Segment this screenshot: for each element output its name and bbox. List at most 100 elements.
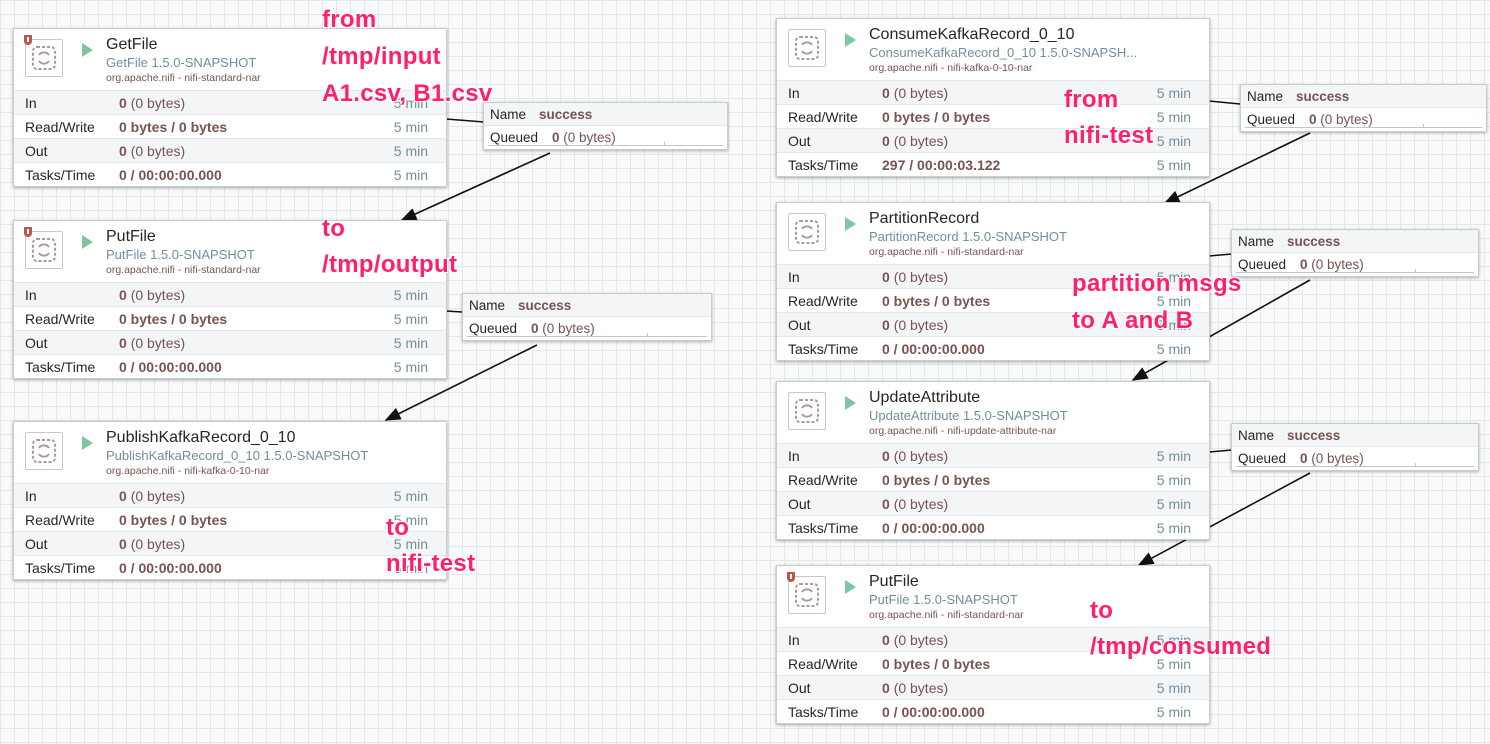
- stat-time: 5 min: [1156, 133, 1191, 149]
- stat-value: 0 (0 bytes): [119, 287, 186, 303]
- processor-putfile-output[interactable]: PutFile PutFile 1.5.0-SNAPSHOT org.apach…: [13, 220, 447, 379]
- processor-header: ConsumeKafkaRecord_0_10 ConsumeKafkaReco…: [777, 19, 1209, 80]
- annotation-text: nifi-test: [386, 550, 476, 577]
- processor-bundle: org.apache.nifi - nifi-kafka-0-10-nar: [869, 62, 1033, 74]
- processor-name: PartitionRecord: [869, 210, 980, 227]
- stat-time: 5 min: [1156, 85, 1191, 101]
- processor-publishkafka[interactable]: PublishKafkaRecord_0_10 PublishKafkaReco…: [13, 421, 447, 580]
- connector-line: [445, 310, 463, 313]
- stat-value: 0 / 00:00:00.000: [119, 560, 222, 576]
- stat-value: 0 (0 bytes): [882, 448, 949, 464]
- processor-bundle: org.apache.nifi - nifi-kafka-0-10-nar: [106, 465, 270, 477]
- running-state-icon: [845, 217, 856, 231]
- conn-queued-value: 0 (0 bytes): [531, 321, 595, 336]
- stat-label: In: [788, 632, 800, 648]
- stat-time: 5 min: [393, 359, 428, 375]
- stat-value: 0 (0 bytes): [119, 143, 186, 159]
- stat-value: 0 (0 bytes): [882, 680, 949, 696]
- stat-time: 5 min: [1156, 341, 1191, 357]
- processor-header: GetFile GetFile 1.5.0-SNAPSHOT org.apach…: [14, 29, 446, 90]
- stat-label: Tasks/Time: [788, 157, 859, 173]
- annotation-text: partition msgs: [1072, 270, 1242, 297]
- processor-getfile[interactable]: GetFile GetFile 1.5.0-SNAPSHOT org.apach…: [13, 28, 447, 187]
- conn-queued-label: Queued: [1238, 257, 1287, 272]
- processor-header: UpdateAttribute UpdateAttribute 1.5.0-SN…: [777, 382, 1209, 443]
- stat-time: 5 min: [1156, 656, 1191, 672]
- stat-time: 5 min: [1156, 680, 1191, 696]
- conn-queued-label: Queued: [1247, 112, 1296, 127]
- processor-consumekafka[interactable]: ConsumeKafkaRecord_0_10 ConsumeKafkaReco…: [776, 18, 1210, 177]
- connector-line: [1208, 100, 1241, 105]
- processor-bundle: org.apache.nifi - nifi-standard-nar: [106, 72, 261, 84]
- processor-icon: [25, 432, 63, 470]
- conn-name-label: Name: [469, 298, 506, 313]
- processor-header: PartitionRecord PartitionRecord 1.5.0-SN…: [777, 203, 1209, 264]
- stat-value: 0 (0 bytes): [119, 536, 186, 552]
- processor-updateattribute[interactable]: UpdateAttribute UpdateAttribute 1.5.0-SN…: [776, 381, 1210, 540]
- annotation-text: /tmp/consumed: [1090, 633, 1272, 660]
- stat-value: 0 bytes / 0 bytes: [882, 472, 991, 488]
- stat-label: Read/Write: [788, 293, 858, 309]
- stat-label: Read/Write: [788, 656, 858, 672]
- processor-icon: [788, 392, 826, 430]
- stat-label: Out: [788, 317, 811, 333]
- queue-progress-bar: [467, 333, 707, 337]
- stat-value: 0 bytes / 0 bytes: [882, 656, 991, 672]
- stat-label: Read/Write: [25, 311, 95, 327]
- stat-label: Read/Write: [788, 109, 858, 125]
- running-state-icon: [845, 396, 856, 410]
- processor-name: GetFile: [106, 36, 158, 53]
- stat-time: 5 min: [1156, 632, 1191, 648]
- stat-label: In: [788, 85, 800, 101]
- processor-partitionrecord[interactable]: PartitionRecord PartitionRecord 1.5.0-SN…: [776, 202, 1210, 361]
- stat-label: Out: [788, 496, 811, 512]
- stat-time: 5 min: [393, 488, 428, 504]
- stat-time: 5 min: [393, 143, 428, 159]
- stat-value: 0 bytes / 0 bytes: [882, 293, 991, 309]
- stat-time: 5 min: [393, 536, 428, 552]
- processor-icon: [25, 231, 63, 269]
- stat-label: In: [25, 488, 37, 504]
- processor-putfile-consumed[interactable]: PutFile PutFile 1.5.0-SNAPSHOT org.apach…: [776, 565, 1210, 724]
- stat-value: 0 (0 bytes): [119, 335, 186, 351]
- annotation-text: from: [322, 6, 377, 33]
- conn-name-value: success: [1296, 89, 1350, 104]
- annotation-text: /tmp/input: [322, 43, 441, 70]
- stat-value: 0 bytes / 0 bytes: [882, 109, 991, 125]
- connector-arrow: [1131, 279, 1311, 381]
- stat-time: 5 min: [1156, 157, 1191, 173]
- stat-row-rw: Read/Write 0 bytes / 0 bytes 5 min: [777, 651, 1209, 675]
- processor-type: PartitionRecord 1.5.0-SNAPSHOT: [869, 229, 1067, 244]
- processor-name: UpdateAttribute: [869, 389, 981, 406]
- stat-time: 5 min: [393, 287, 428, 303]
- processor-type: ConsumeKafkaRecord_0_10 1.5.0-SNAPSH...: [869, 45, 1138, 60]
- queue-progress-bar: [1236, 463, 1474, 467]
- restricted-icon: [787, 572, 795, 582]
- processor-bundle: org.apache.nifi - nifi-standard-nar: [869, 246, 1024, 258]
- conn-name-label: Name: [1247, 89, 1284, 104]
- annotation-text: to: [386, 514, 410, 541]
- processor-name: PublishKafkaRecord_0_10: [106, 429, 296, 446]
